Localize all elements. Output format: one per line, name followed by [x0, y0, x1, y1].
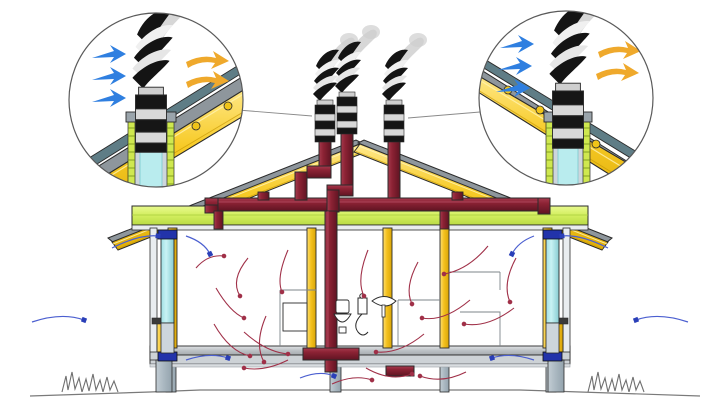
duct-subfloor-tee [302, 347, 360, 361]
blue-arrow-floor-left [185, 354, 232, 362]
fixture-group [282, 293, 397, 336]
red-arrow-6 [243, 331, 291, 357]
right-callout-ring [478, 10, 654, 186]
toilet-fixture [333, 299, 352, 334]
blue-arrow-inlet-left [185, 235, 214, 258]
red-arrow-10 [419, 299, 471, 321]
duct-ceiling-trunk [204, 197, 551, 212]
ceiling-plasterboard [131, 224, 589, 231]
detail-intake-arrows-left [92, 45, 126, 107]
red-arrow-11 [441, 245, 489, 277]
supply-collar-top-left [157, 229, 178, 240]
red-arrow-13 [506, 257, 517, 305]
red-arrow-4 [213, 323, 253, 359]
red-arrow-17 [417, 371, 467, 380]
cabinet-fixture [282, 302, 308, 332]
airflow-blue-arrows [31, 233, 689, 380]
red-arrow-2 [279, 249, 289, 295]
supply-duct-left [157, 229, 178, 362]
duct-subfloor-terminal [385, 365, 415, 377]
supply-collar-top-right [542, 229, 563, 240]
red-arrow-8 [360, 249, 369, 299]
red-arrow-7 [195, 253, 227, 269]
callout-leader-lines [237, 109, 481, 119]
ground-line [29, 389, 701, 397]
floor-slab-upper [149, 345, 571, 356]
blue-arrow-floor-right [488, 354, 535, 362]
blue-arrow-lower-right [632, 315, 689, 324]
airflow-red-arrows [195, 245, 517, 385]
duct-main-drop [324, 210, 338, 349]
partition-lines [279, 271, 501, 346]
red-arrow-16 [365, 367, 415, 378]
detail-intake-arrows-right [496, 35, 534, 97]
duct-elbow-a [306, 165, 332, 179]
blue-arrow-eave-right [559, 233, 609, 249]
blue-arrow-lower-left [31, 315, 88, 324]
blue-arrow-inlet-right [508, 235, 535, 258]
red-arrow-3 [215, 287, 247, 321]
red-arrow-1 [235, 257, 249, 299]
blue-arrow-subfloor [299, 372, 338, 380]
subfloor-beam [149, 363, 571, 368]
supply-duct-right [542, 229, 563, 362]
blue-arrow-eave-left [111, 233, 161, 249]
detail-exhaust-arrows-right [596, 41, 641, 81]
house-section [29, 109, 701, 397]
red-arrow-5 [258, 315, 267, 365]
left-callout-ring [68, 12, 244, 188]
detail-exhaust-arrows-left [186, 51, 229, 89]
floor-slab-lower [149, 354, 571, 365]
red-arrow-15 [241, 359, 289, 371]
red-arrow-12 [373, 333, 425, 355]
left-detail-circle [68, 12, 244, 188]
red-arrow-9 [408, 261, 419, 307]
red-arrow-14 [461, 307, 515, 327]
sink-fixture [371, 296, 397, 318]
red-arrow-18 [331, 377, 375, 385]
